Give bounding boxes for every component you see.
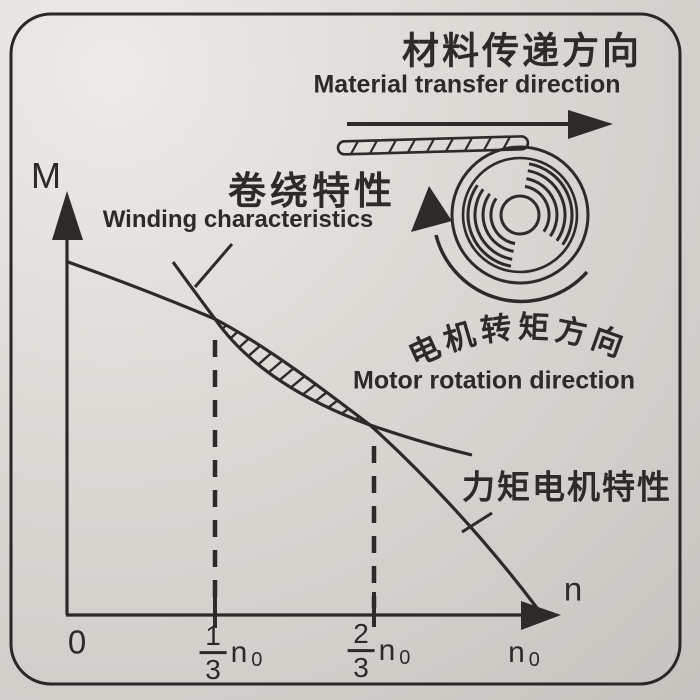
origin-label: 0 <box>67 623 87 661</box>
winding-curve-label-cn: 卷绕特性 <box>227 171 397 213</box>
winding-curve-label-en: Winding characteristics <box>102 206 374 233</box>
fraction-numerator: 1 <box>205 620 221 652</box>
y-axis-arrow-icon <box>52 191 83 240</box>
transfer-arrow-icon <box>347 110 613 139</box>
fraction-bar <box>199 651 227 655</box>
fraction-denominator: 3 <box>205 654 221 686</box>
x-axis-arrow-icon <box>521 601 561 630</box>
winding-characteristic-curve <box>171 261 473 457</box>
roller-illustration <box>450 145 590 285</box>
tick-unit: n <box>508 636 525 669</box>
motor-rotation-label-cn: 电机转矩方向 <box>403 309 633 373</box>
tick-n0-max: n 0 <box>508 636 540 671</box>
tick-subscript: 0 <box>528 649 540 671</box>
fraction: 1 3 <box>199 620 227 686</box>
motor-rotation-label-en: Motor rotation direction <box>353 366 635 395</box>
winding-label-leader <box>193 243 234 288</box>
page-border <box>9 12 682 686</box>
roller-layer-arcs <box>466 162 574 268</box>
motor-characteristic-curve <box>67 260 539 609</box>
y-axis <box>52 191 83 615</box>
fraction-numerator: 2 <box>353 618 369 650</box>
tick-two-thirds-n0: 2 3 n 0 <box>347 618 411 684</box>
material-transfer-title-cn: 材料传递方向 <box>402 30 642 72</box>
motor-curve-label-cn: 力矩电机特性 <box>462 468 672 506</box>
fraction: 2 3 <box>347 618 375 684</box>
tick-unit: n <box>230 636 248 669</box>
tick-subscript: 0 <box>399 647 411 669</box>
x-axis-label: n <box>563 570 583 608</box>
lens-hatching <box>221 324 361 421</box>
fraction-bar <box>347 649 375 653</box>
motor-label-leader <box>461 511 493 534</box>
fraction-denominator: 3 <box>353 652 369 684</box>
material-strip <box>336 135 530 156</box>
tick-unit: n <box>378 634 396 667</box>
tick-subscript: 0 <box>251 649 263 671</box>
tick-one-third-n0: 1 3 n 0 <box>199 620 263 686</box>
material-transfer-title-en: Material transfer direction <box>313 70 621 99</box>
y-axis-label: M <box>31 155 61 196</box>
x-axis <box>66 601 561 630</box>
rotation-arrow-icon <box>411 186 589 304</box>
roller-hub <box>499 194 541 236</box>
